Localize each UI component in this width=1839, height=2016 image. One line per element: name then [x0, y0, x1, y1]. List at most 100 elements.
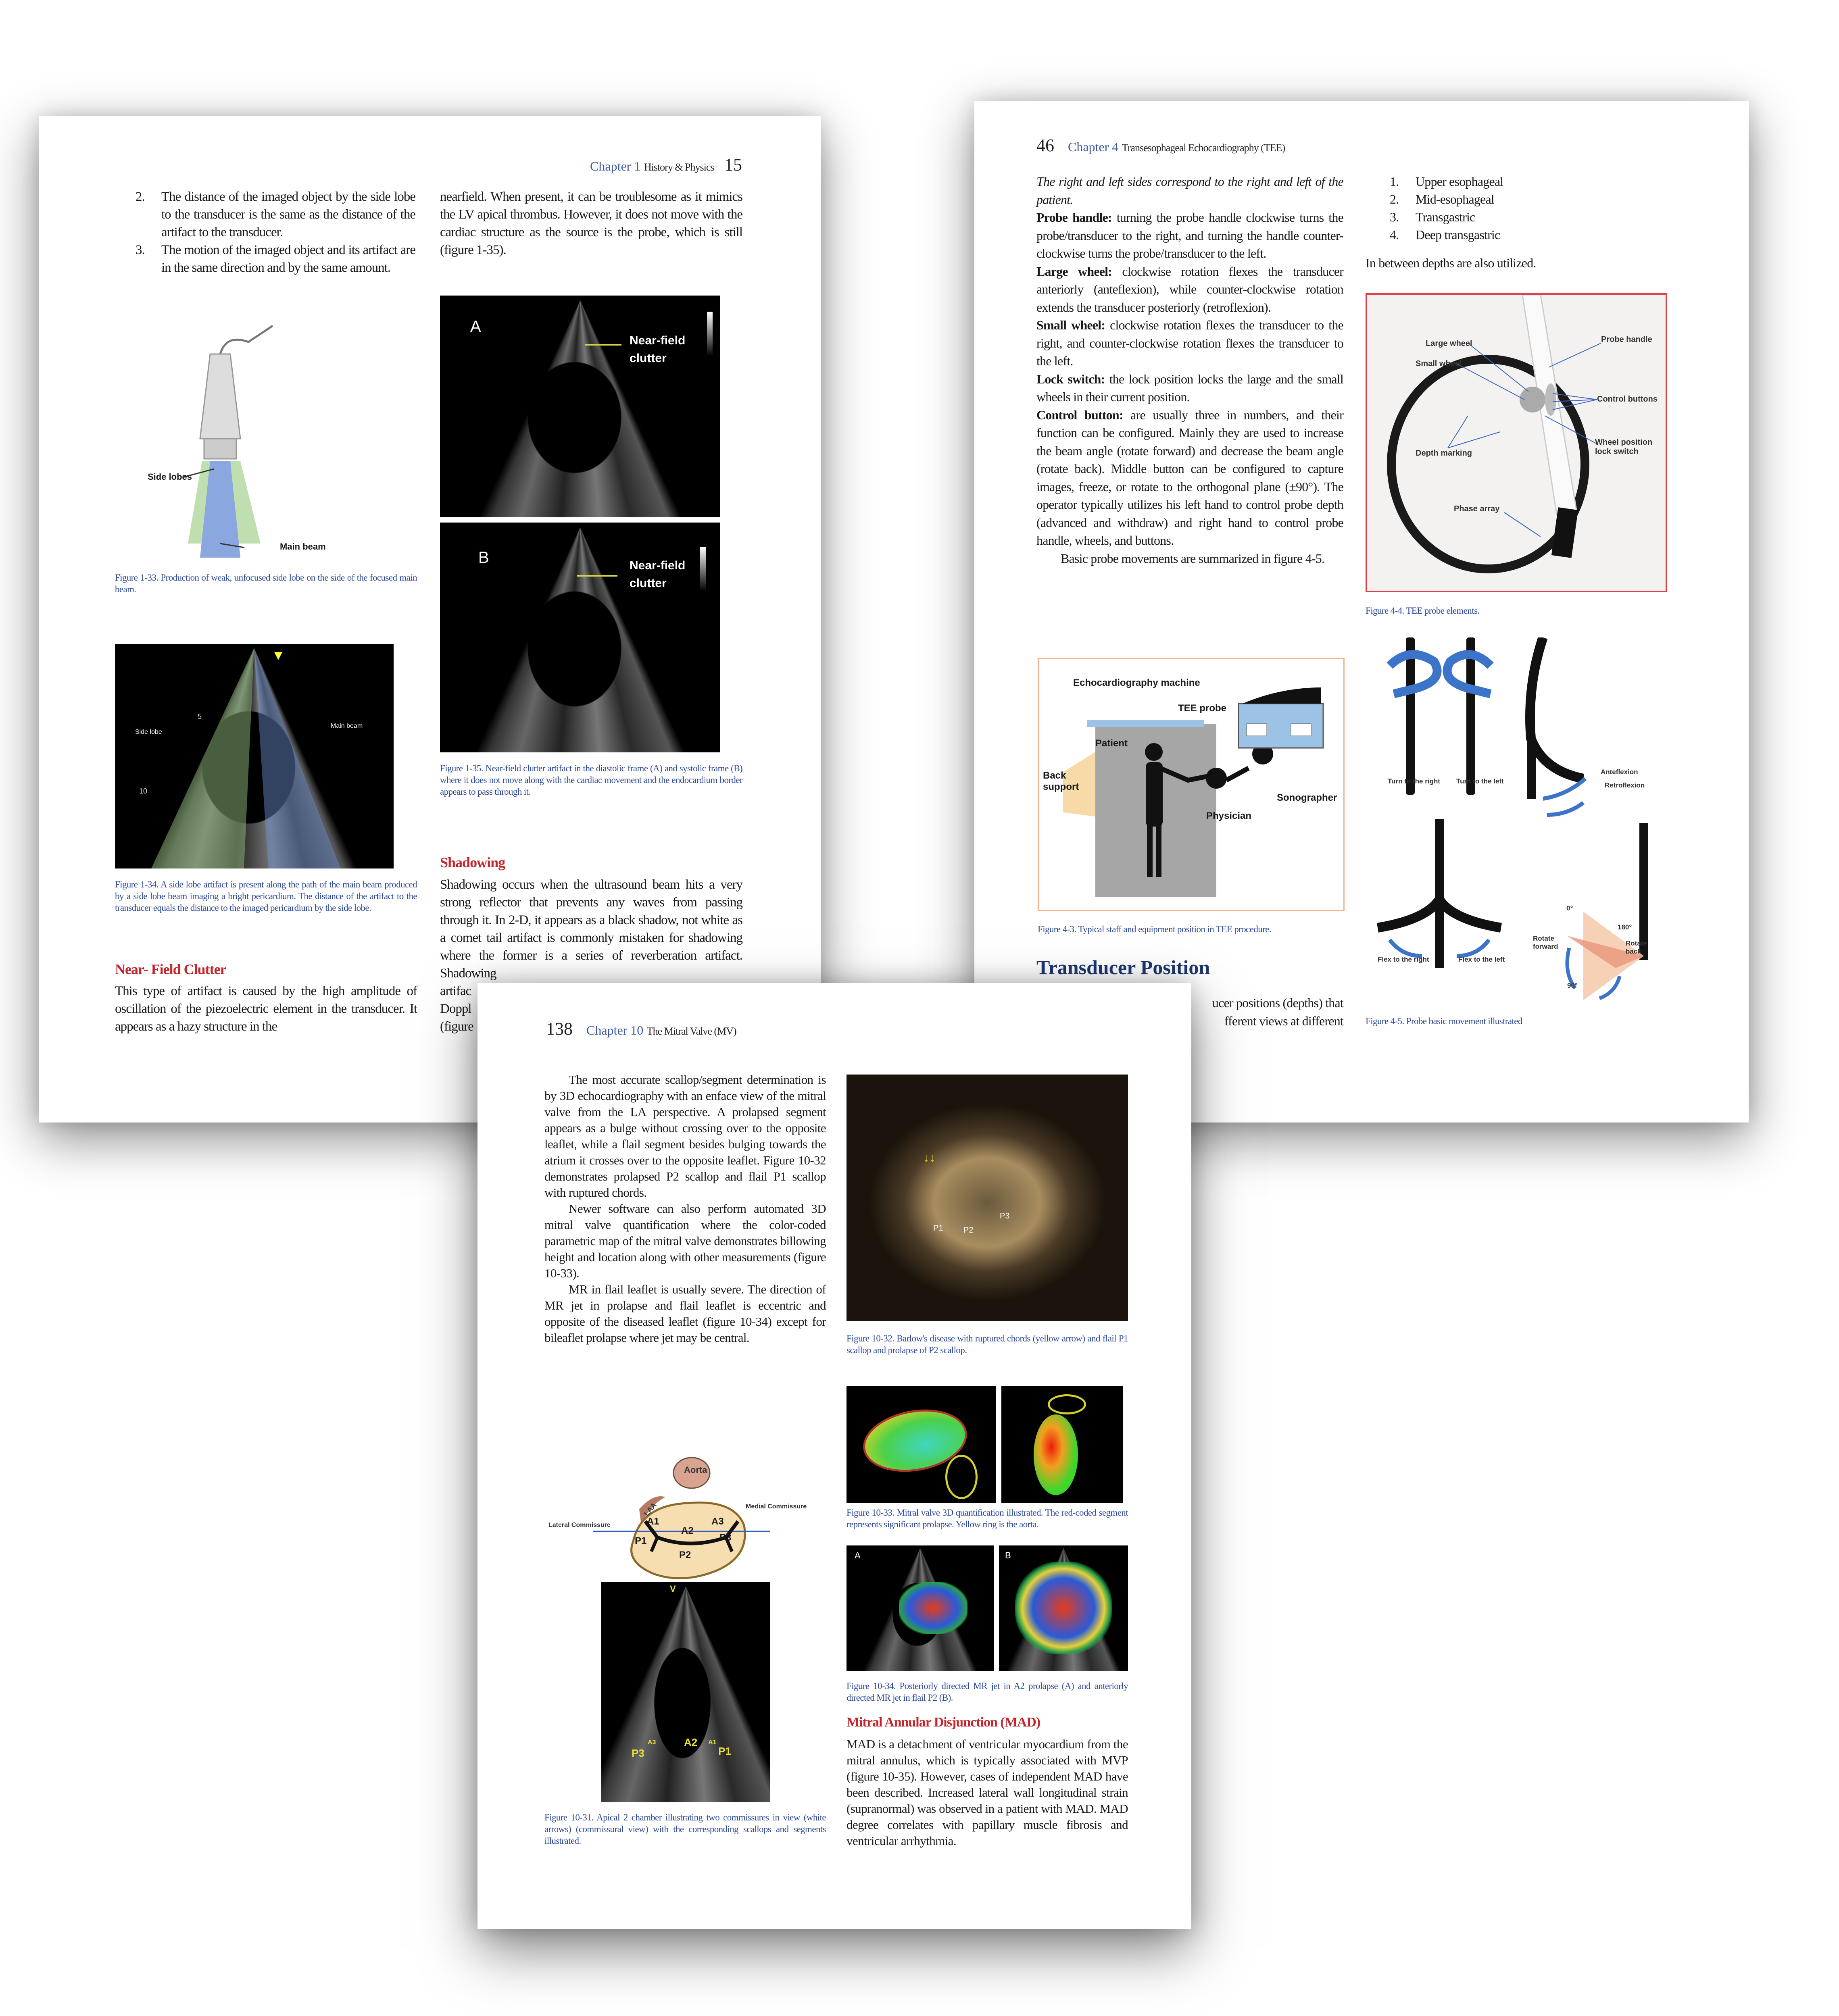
- a3-label: A3: [648, 1739, 656, 1746]
- lock-switch-label: Wheel position lock switch: [1595, 438, 1653, 456]
- aorta-label: Aorta: [684, 1465, 707, 1475]
- term: Control button:: [1036, 407, 1124, 422]
- text-fragment: Doppl: [440, 1002, 471, 1016]
- probe-movement-diagram: [1377, 637, 1648, 1000]
- probe-label: TEE probe: [1178, 703, 1227, 714]
- rotate-back-label: Rotate back: [1626, 939, 1647, 955]
- flex-right-label: Flex to the right: [1378, 956, 1429, 963]
- v-marker: V: [670, 1584, 676, 1594]
- list-number: 2.: [1390, 192, 1399, 206]
- retroflexion-label: Retroflexion: [1605, 781, 1645, 789]
- paragraph: MAD is a detachment of ventricular myoca…: [847, 1737, 1128, 1848]
- paragraph: Shadowing occurs when the ultrasound bea…: [440, 877, 743, 981]
- machine-label: Echocardiography machine: [1073, 677, 1200, 688]
- main-beam-label: Main beam: [331, 723, 363, 729]
- parametric-map-image-1: [847, 1386, 996, 1503]
- gray-scale-bar: [707, 312, 713, 356]
- figure-caption: Figure 10-34. Posteriorly directed MR je…: [847, 1681, 1128, 1703]
- patient-label: Patient: [1095, 738, 1128, 749]
- text-fragment: artifac: [440, 984, 471, 998]
- paragraph: nearfield. When present, it can be troub…: [440, 190, 743, 257]
- paragraph-fragments: artifac Doppl (figure: [440, 982, 474, 1035]
- numbered-list: 2. The distance of the imaged object by t…: [136, 188, 416, 277]
- figure-caption: Figure 1-34. A side lobe artifact is pre…: [115, 879, 417, 913]
- definition-text: are usually three in numbers, and their …: [1036, 407, 1344, 548]
- figure-caption: Figure 4-4. TEE probe elements.: [1366, 606, 1480, 616]
- section-heading: Near- Field Clutter: [115, 961, 227, 977]
- list-item: 2. The distance of the imaged object by t…: [136, 188, 416, 241]
- panel-label: A: [855, 1550, 861, 1560]
- figure-caption: Figure 1-33. Production of weak, unfocus…: [115, 573, 417, 594]
- text-fragment: ucer positions (depths) that: [1212, 996, 1344, 1010]
- near-field-clutter-label: Near-field clutter: [630, 334, 686, 365]
- mr-jet-image-b: B: [999, 1545, 1128, 1671]
- gray-scale-bar: [700, 547, 706, 591]
- a2-label: A2: [684, 1736, 698, 1748]
- mitral-scallop-diagram: [593, 1457, 770, 1579]
- term: Probe handle:: [1036, 210, 1112, 225]
- rotate-forward-label: Rotate forward: [1533, 935, 1558, 950]
- list-text: The distance of the imaged object by the…: [161, 190, 416, 240]
- angle-0-label: 0°: [1566, 904, 1573, 912]
- list-text: The motion of the imaged object and its …: [161, 243, 416, 275]
- term: Large wheel:: [1036, 264, 1112, 279]
- list-text: Upper esophageal: [1416, 174, 1503, 189]
- depth-list: 1.Upper esophageal 2.Mid-esophageal 3.Tr…: [1390, 173, 1668, 244]
- list-item: 1.Upper esophageal: [1390, 173, 1668, 190]
- paragraph: This type of artifact is caused by the h…: [115, 984, 417, 1034]
- probe-controls-text: The right and left sides correspond to t…: [1036, 173, 1344, 567]
- chapter-label: Chapter 4: [1068, 140, 1119, 154]
- 3d-mitral-valve-image: P1 P2 P3 ↓↓: [847, 1075, 1128, 1321]
- side-lobe-label: Side lobe: [135, 729, 162, 735]
- chapter-title: The Mitral Valve (MV): [646, 1025, 737, 1037]
- angle-90-label: 90°: [1567, 982, 1578, 989]
- mr-jet-image-a: A: [847, 1545, 994, 1671]
- paragraph: MR in flail leaflet is usually severe. T…: [544, 1282, 826, 1345]
- color-doppler-jet: [1015, 1562, 1112, 1654]
- book-page-138: 138 Chapter 10 The Mitral Valve (MV) The…: [477, 983, 1191, 1929]
- tee-setup-figure: Echocardiography machine TEE probe Patie…: [1038, 658, 1345, 911]
- figure-caption: Figure 10-33. Mitral valve 3D quantifica…: [847, 1508, 1128, 1529]
- pointer-line: [585, 344, 621, 346]
- mitral-text: The most accurate scallop/segment determ…: [544, 1072, 826, 1346]
- a1-label: A1: [708, 1739, 717, 1746]
- text-fragment: fferent views at different: [1224, 1013, 1344, 1028]
- definition: Large wheel: clockwise rotation flexes t…: [1036, 262, 1344, 317]
- page-number: 46: [1036, 135, 1054, 155]
- panel-label: B: [1005, 1550, 1011, 1560]
- a2-label: A2: [681, 1525, 694, 1536]
- list-item: 3.The motion of the imaged object and it…: [136, 241, 416, 277]
- anteflexion-label: Anteflexion: [1601, 768, 1638, 776]
- panel-label: A: [470, 318, 481, 335]
- parametric-map-image-2: [1001, 1386, 1123, 1503]
- figure-caption: Figure 4-5. Probe basic movement illustr…: [1366, 1016, 1522, 1026]
- near-field-clutter-label: Near-field clutter: [630, 559, 686, 590]
- pointer-line: [577, 575, 617, 577]
- list-item: 4.Deep transgastric: [1390, 226, 1668, 244]
- paragraph: In between depths are also utilized.: [1366, 256, 1536, 270]
- back-support-label: Back support: [1043, 770, 1079, 792]
- p3-label: P3: [719, 1532, 732, 1543]
- yellow-arrow-icon: ↓↓: [923, 1151, 935, 1164]
- list-number: 3.: [1390, 210, 1399, 224]
- definition-text: clockwise rotation flexes the transducer…: [1036, 318, 1344, 368]
- apical-2-chamber-image: V A3 A2 A1 P3 P1: [601, 1582, 770, 1802]
- section-heading: Shadowing: [440, 854, 505, 871]
- p3-label: P3: [1000, 1212, 1010, 1220]
- definition: Probe handle: turning the probe handle c…: [1036, 208, 1344, 262]
- list-text: Deep transgastric: [1416, 227, 1500, 242]
- list-number: 2.: [136, 190, 145, 204]
- book-page-46: 46 Chapter 4 Transesophageal Echocardiog…: [974, 101, 1749, 1123]
- list-item: 2.Mid-esophageal: [1390, 190, 1668, 208]
- side-lobes-label: Side lobes: [148, 472, 192, 482]
- figure-caption: Figure 10-31. Apical 2 chamber illustrat…: [544, 1812, 826, 1846]
- angle-180-label: 180°: [1618, 923, 1632, 931]
- large-wheel-label: Large wheel: [1426, 339, 1472, 348]
- side-lobe-echo-image: Side lobe Main beam 5 10: [115, 644, 394, 868]
- control-buttons-label: Control buttons: [1597, 395, 1658, 404]
- aorta-ring: [945, 1455, 978, 1499]
- chapter-label: Chapter 10: [586, 1023, 644, 1037]
- turn-left-label: Turn to the left: [1456, 777, 1504, 785]
- p2-label: P2: [963, 1226, 974, 1235]
- page-number: 15: [724, 155, 742, 175]
